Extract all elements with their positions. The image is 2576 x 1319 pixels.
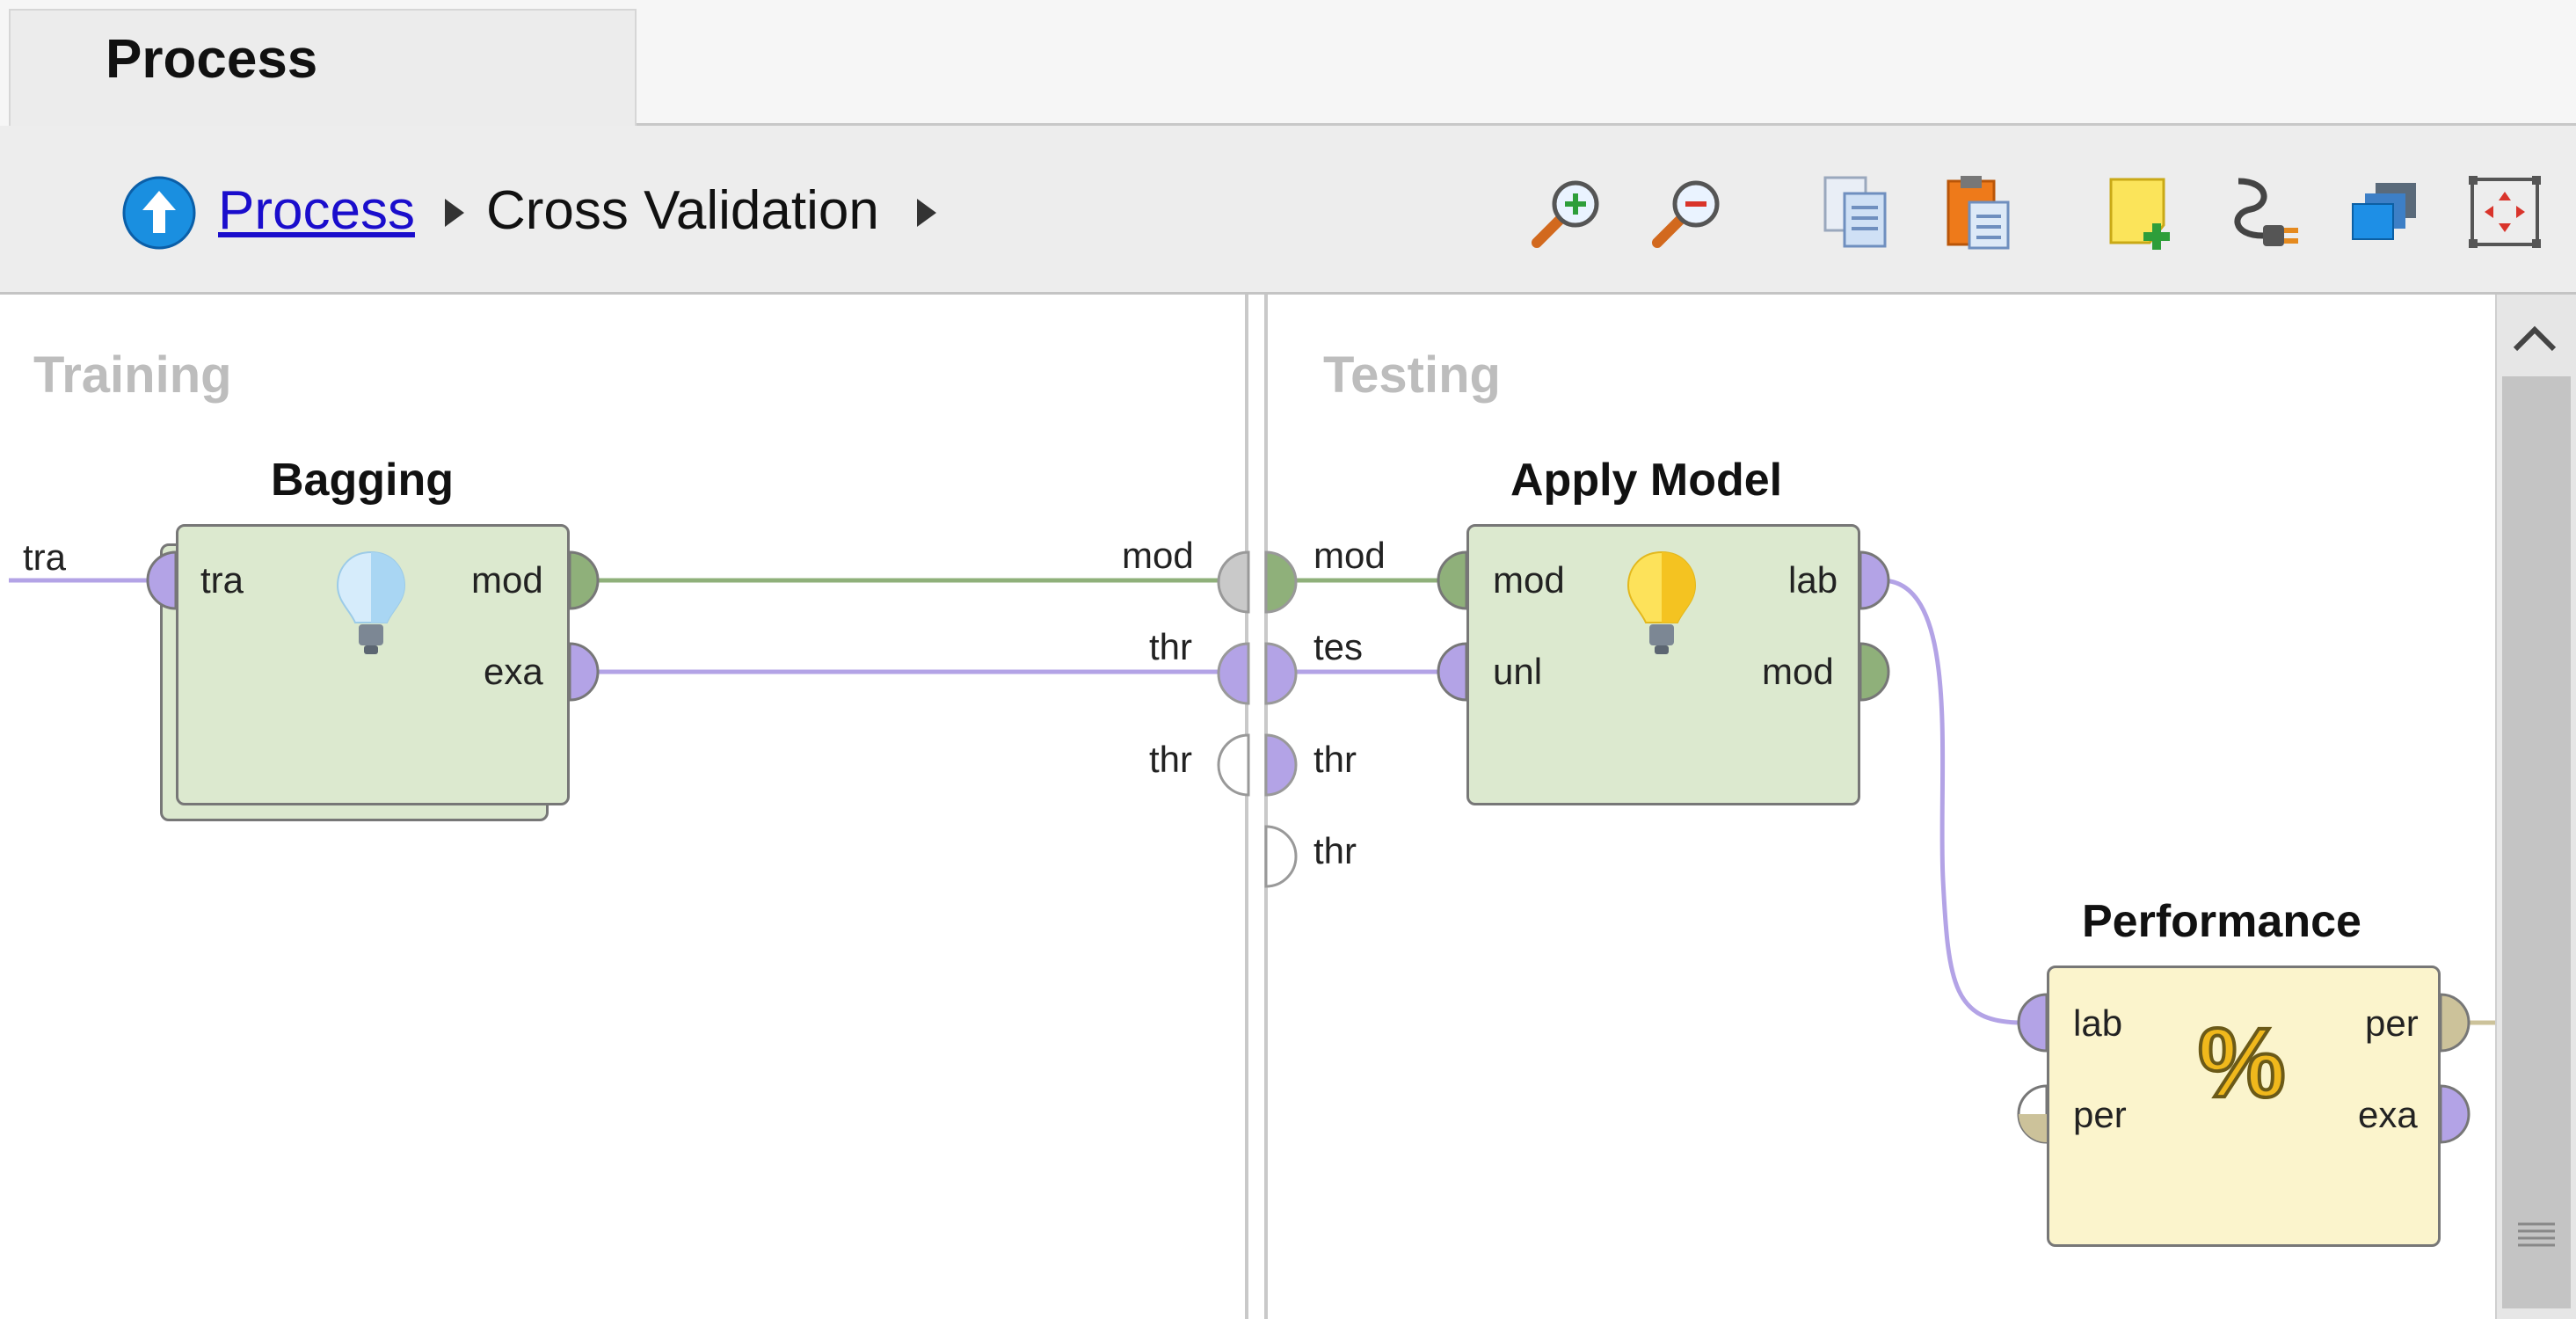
- breadcrumb-process-link[interactable]: Process: [218, 180, 415, 241]
- breadcrumb-expand-icon[interactable]: [917, 199, 936, 227]
- training-section-label: Training: [33, 346, 232, 404]
- performance-port-exa-label: exa: [2358, 1094, 2418, 1135]
- bagging-out-mod-port: [568, 550, 600, 610]
- testing-section-label: Testing: [1323, 346, 1501, 404]
- bagging-out-exa-port: [568, 642, 600, 702]
- bulb-icon: [1626, 549, 1697, 667]
- tab-process[interactable]: [9, 9, 637, 128]
- zoom-in-icon[interactable]: [1528, 172, 1607, 251]
- performance-in-lab-port: [2017, 993, 2048, 1053]
- arrange-icon[interactable]: [2346, 172, 2425, 251]
- apply-model-in-mod-port: [1437, 550, 1468, 610]
- apply-model-port-lab-label: lab: [1788, 559, 1838, 601]
- performance-port-per-out-label: per: [2365, 1002, 2419, 1044]
- bulb-icon: [336, 549, 406, 667]
- training-out-thr1-port: [1217, 642, 1250, 705]
- tab-label: Process: [106, 29, 318, 90]
- apply-model-out-mod-port: [1859, 642, 1890, 702]
- breadcrumb-current: Cross Validation: [486, 180, 879, 241]
- apply-model-port-mod-out-label: mod: [1762, 651, 1834, 692]
- subprocess-divider[interactable]: [1245, 295, 1268, 1319]
- apply-model-title: Apply Model: [1510, 455, 1783, 506]
- bagging-port-exa-label: exa: [484, 651, 543, 692]
- training-ports-layer: [146, 550, 1250, 797]
- testing-in-mod-port: [1264, 550, 1298, 614]
- zoom-out-icon[interactable]: [1648, 172, 1728, 251]
- performance-port-per-in-label: per: [2073, 1094, 2127, 1135]
- testing-port-thr1-label: thr: [1313, 739, 1357, 780]
- performance-out-exa-port: [2439, 1084, 2470, 1144]
- training-port-mod-label: mod: [1122, 535, 1194, 576]
- performance-out-per-port: [2439, 993, 2470, 1053]
- testing-in-thr2-port: [1264, 825, 1298, 888]
- apply-model-ports-layer: [1437, 550, 1890, 702]
- performance-in-per-port-fill: [2019, 1114, 2047, 1142]
- training-out-thr2-port: [1217, 733, 1250, 797]
- scroll-up-button[interactable]: [2500, 303, 2570, 374]
- breadcrumb-separator-icon: [445, 199, 464, 227]
- up-arrow-icon[interactable]: [121, 175, 197, 255]
- training-port-thr2-label: thr: [1149, 739, 1193, 780]
- add-note-icon[interactable]: [2106, 172, 2185, 251]
- performance-title: Performance: [2082, 896, 2361, 947]
- wire-lab-performance: [1881, 578, 2023, 1025]
- scrollbar-thumb[interactable]: [2502, 376, 2571, 1308]
- bagging-port-mod-label: mod: [471, 559, 543, 601]
- performance-port-lab-label: lab: [2073, 1002, 2123, 1044]
- training-out-mod-port: [1217, 550, 1250, 614]
- auto-wire-icon[interactable]: [2224, 172, 2303, 251]
- apply-model-port-unl-label: unl: [1493, 651, 1543, 692]
- bagging-title: Bagging: [271, 455, 454, 506]
- testing-port-mod-label: mod: [1313, 535, 1386, 576]
- copy-icon[interactable]: [1818, 172, 1897, 251]
- apply-model-out-lab-port: [1859, 550, 1890, 610]
- performance-ports-layer: [2017, 993, 2470, 1144]
- apply-model-in-unl-port: [1437, 642, 1468, 702]
- testing-port-tes-label: tes: [1313, 626, 1364, 667]
- bagging-in-tra-port: [146, 550, 178, 610]
- testing-port-thr2-label: thr: [1313, 830, 1357, 871]
- testing-ports-layer: [1264, 550, 1298, 888]
- training-port-thr1-label: thr: [1149, 626, 1193, 667]
- tab-divider: [637, 123, 2576, 126]
- port-label-tra: tra: [23, 536, 67, 578]
- performance-operator[interactable]: [2047, 966, 2441, 1247]
- apply-model-port-mod-in-label: mod: [1493, 559, 1565, 601]
- testing-in-thr1-port: [1264, 733, 1298, 797]
- fit-view-icon[interactable]: [2465, 172, 2544, 251]
- chevron-up-icon: [2513, 325, 2557, 352]
- paste-icon[interactable]: [1943, 172, 2022, 251]
- grip-icon: [2514, 1217, 2558, 1252]
- bagging-port-tra-label: tra: [200, 559, 244, 601]
- performance-percent-icon: %: [2196, 1006, 2288, 1119]
- testing-in-tes-port: [1264, 642, 1298, 705]
